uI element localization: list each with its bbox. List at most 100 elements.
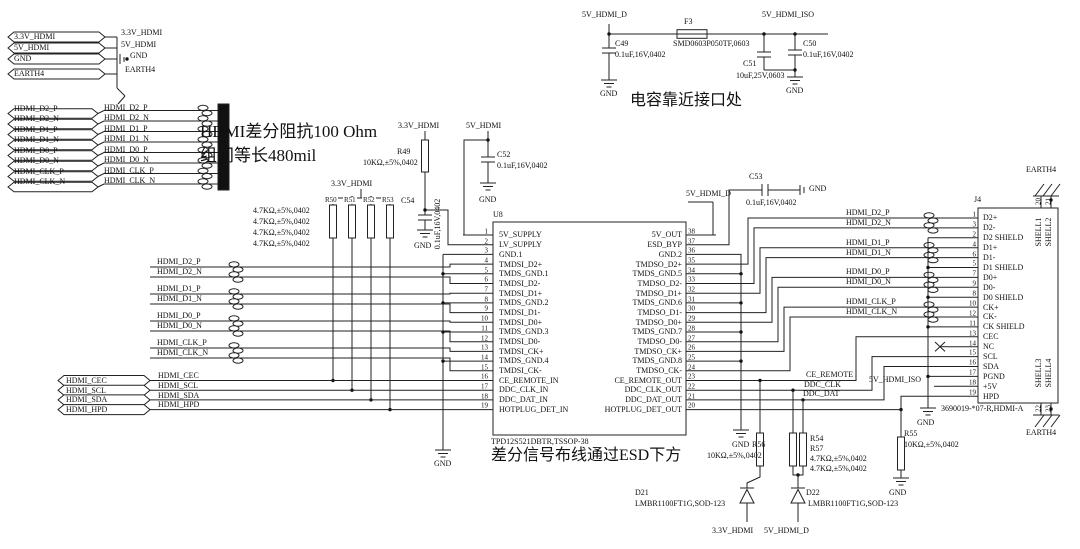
r53-ref: R53 [381, 196, 395, 204]
wire [716, 336, 948, 381]
net-label-3v3-d21: 3.3V_HDMI [712, 526, 754, 535]
diff-port-label: HDMI_D1_N [14, 135, 65, 146]
ctl-net-label: HDMI_CEC [158, 371, 199, 381]
u8-ic-box [492, 221, 687, 436]
net-label-r-d1n: HDMI_D1_N [846, 247, 891, 257]
pin-name: DDC_CLK_OUT [624, 385, 682, 395]
gnd-label-u8-right: GND [732, 440, 750, 449]
pin-name: CE_REMOTE_OUT [614, 375, 682, 385]
junction-dot [441, 359, 445, 363]
junction-dot [441, 272, 445, 276]
u8-pin-row: 13 TMDSI_CK+ [458, 343, 568, 356]
junction-dot [739, 272, 743, 276]
pin-name: D0 SHIELD [983, 292, 1024, 302]
junction-dot [762, 32, 766, 36]
net-label-d1p: HDMI_D1_P [157, 284, 201, 293]
net-label-r-d2p: HDMI_D2_P [846, 208, 890, 217]
pin-number: 15 [969, 348, 976, 357]
diff-pair-icon [232, 330, 244, 337]
pin-name: 5V_SUPPLY [499, 230, 542, 240]
pin-number: 28 [688, 324, 695, 333]
pin-name: TMDSO_D0- [637, 337, 682, 347]
pin-number: 30 [688, 304, 695, 313]
pin-name: TMDSI_D0- [499, 337, 541, 347]
pin-name: D1 SHIELD [983, 262, 1024, 272]
d22-ref: D22 [806, 488, 820, 497]
u8-pin-row: TMDSO_D0-27 [556, 334, 714, 347]
u8-pin-row: TMDSO_D2-33 [556, 276, 714, 289]
net-label-ckp: HDMI_CLK_P [157, 338, 207, 347]
pin-number: 2 [972, 230, 977, 239]
j4-pin-row: 18+5V [944, 378, 1025, 391]
diff-pair-icon [197, 136, 209, 143]
diff-pair-icon [201, 141, 213, 148]
net-label: HDMI_D0_P [104, 144, 148, 154]
net-label: HDMI_CEC [158, 371, 199, 381]
net-label-d0p: HDMI_D0_P [157, 311, 201, 320]
j4-pin23: 23 [1044, 405, 1053, 412]
pin-number: 18 [969, 378, 976, 387]
pin-number: 7 [972, 269, 977, 278]
pin-number: 24 [688, 363, 695, 372]
pin-name: LV_SUPPLY [499, 240, 542, 250]
r49-ref: R49 [397, 147, 411, 156]
u8-pin-row: TMDSO_D2+35 [556, 256, 714, 269]
pin-name: TMDSI_CK+ [499, 346, 544, 356]
pin-name: TMDS_GND.7 [632, 327, 682, 337]
wire [117, 95, 126, 105]
gnd-label-c53: GND [809, 184, 827, 193]
pin-number: 16 [969, 358, 976, 367]
wire [150, 357, 463, 372]
pin-number: 10 [481, 314, 488, 323]
junction-dot [739, 359, 743, 363]
earth-symbol [1034, 183, 1045, 197]
r56-value: 10KΩ,±5%,0402 [707, 451, 762, 460]
net-label: HDMI_D2_N [104, 113, 149, 123]
diff-pair-icon [228, 288, 240, 295]
pin-name: TMDS_GND.3 [499, 327, 549, 337]
diff-net-label: HDMI_D0_N [104, 154, 155, 165]
wire [97, 110, 105, 114]
wire [716, 227, 948, 284]
pin-number: 5 [972, 259, 977, 268]
pin-name: NC [983, 342, 995, 352]
pin-number: 3 [484, 246, 489, 255]
net-label-5v-c52: 5V_HDMI [466, 121, 502, 130]
pin-name: TMDS_GND.8 [632, 356, 682, 366]
c49-ref: C49 [615, 39, 629, 48]
diff-pair-icon [197, 157, 209, 164]
diff-net-label: HDMI_D0_P [104, 144, 155, 155]
wire [716, 276, 948, 323]
pin-number: 35 [688, 256, 695, 265]
diff-net-label: HDMI_D1_P [104, 123, 155, 134]
pin-number: 13 [481, 343, 488, 352]
wire [716, 366, 948, 401]
diff-pair-icon [923, 271, 935, 278]
net-label-3v3-r49: 3.3V_HDMI [398, 121, 440, 130]
pin-number: 17 [969, 368, 976, 377]
pin-number: 38 [688, 227, 695, 236]
d21-ref: D21 [635, 488, 649, 497]
pin-name: TMDSO_D0+ [635, 317, 682, 327]
pin-name: DDC_DAT_IN [499, 395, 548, 405]
wire [97, 162, 105, 167]
r57-ref: R57 [810, 444, 824, 453]
pin-number: 9 [972, 279, 977, 288]
